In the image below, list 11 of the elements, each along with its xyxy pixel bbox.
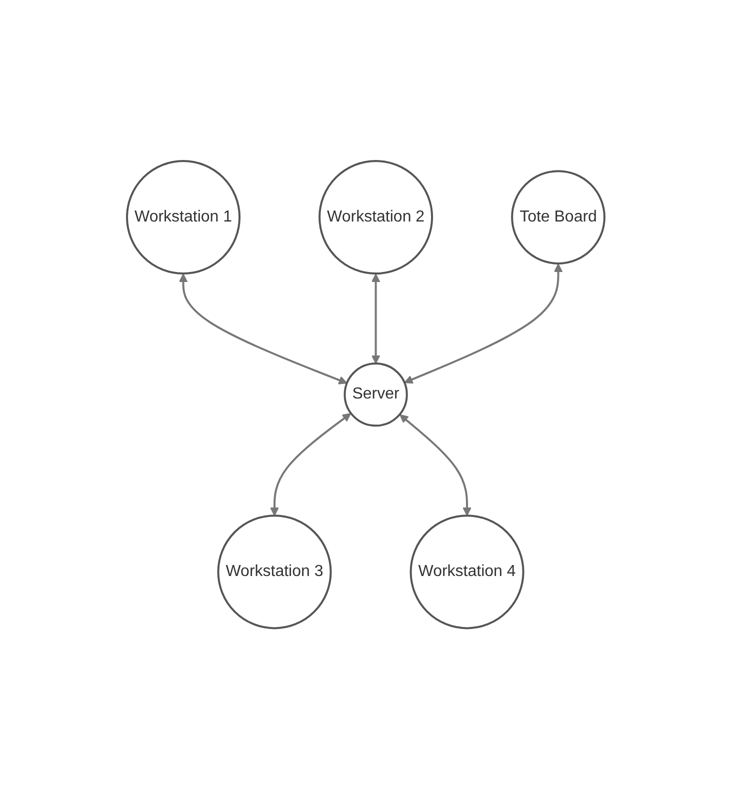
node-circle: Workstation 2 <box>318 160 433 274</box>
arrow <box>399 414 472 516</box>
arrow <box>178 273 348 384</box>
arrow <box>404 263 562 384</box>
arrow <box>371 273 380 364</box>
node-circle: Server <box>344 362 408 427</box>
node-circle: Tote Board <box>510 170 606 264</box>
arrow <box>270 413 351 516</box>
node-circle: Workstation 4 <box>410 514 524 630</box>
node-circle: Workstation 3 <box>217 514 332 630</box>
node-circle: Workstation 1 <box>126 160 240 274</box>
